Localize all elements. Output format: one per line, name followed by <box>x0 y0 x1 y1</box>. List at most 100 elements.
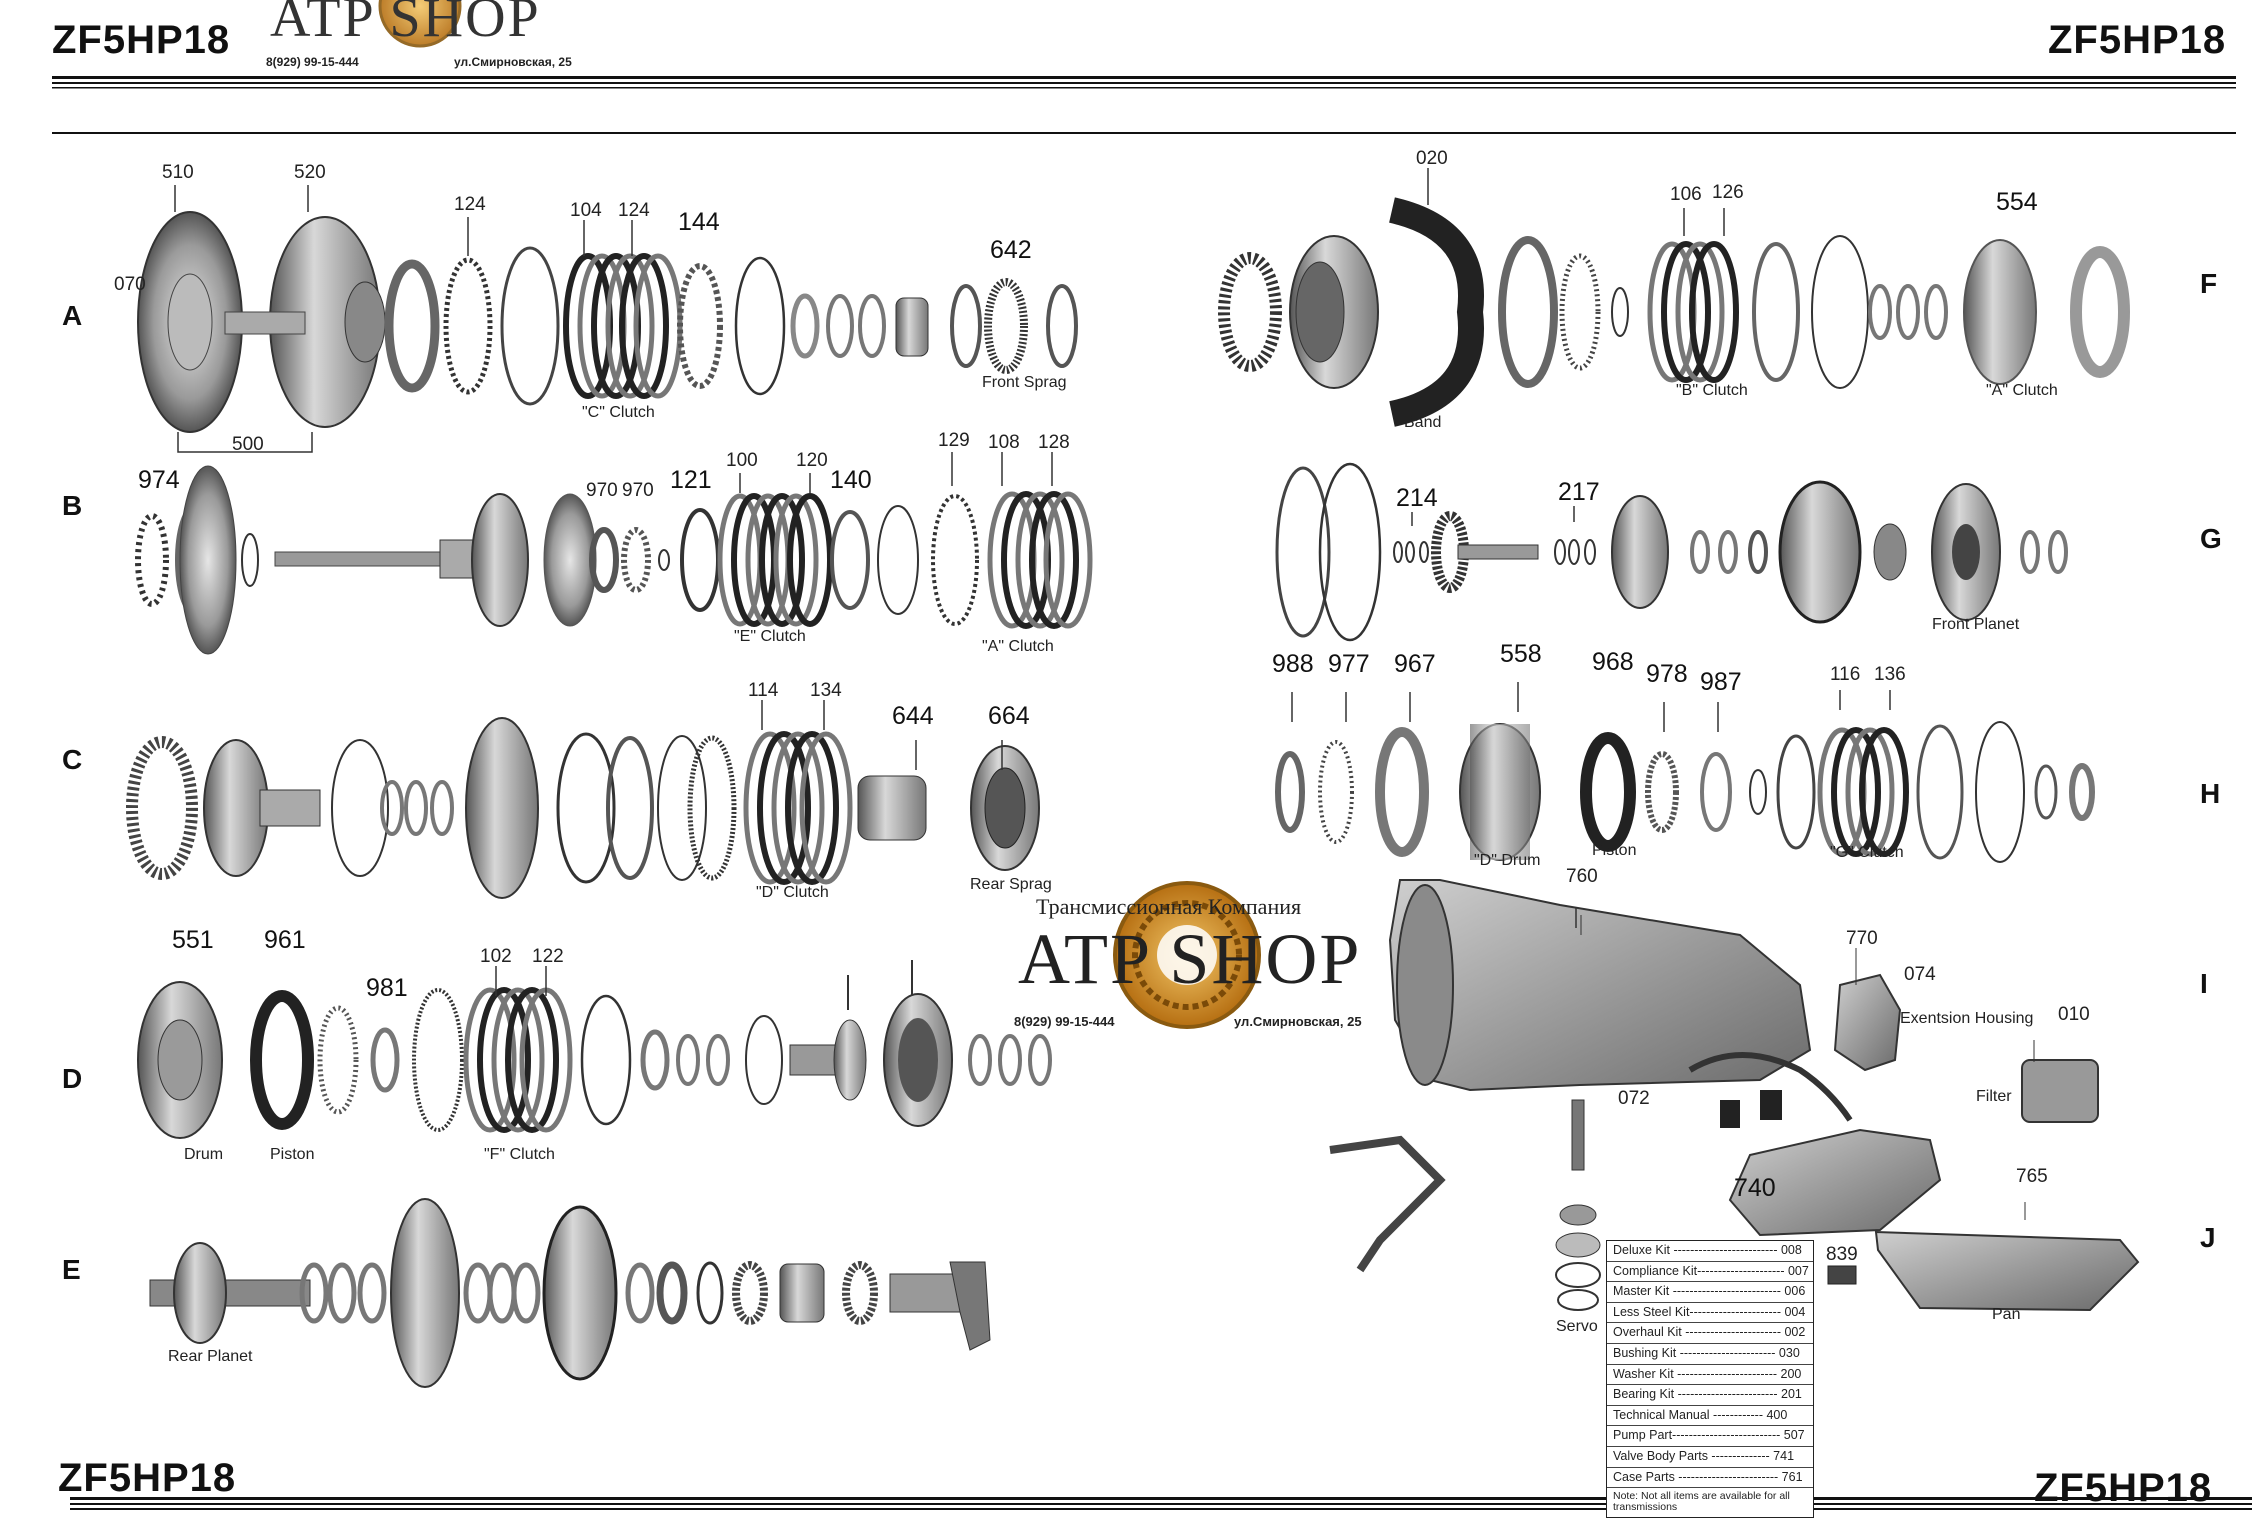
row-ij-parts <box>1329 879 2140 1312</box>
kit-row: Overhaul Kit ----------------------- 002 <box>1607 1323 1813 1344</box>
caption-pan: Pan <box>1992 1306 2021 1323</box>
row-letter-d: D <box>62 1063 83 1094</box>
row-letter-j: J <box>2200 1222 2216 1253</box>
part-number: 981 <box>366 974 408 1002</box>
footer-model-left: ZF5HP18 <box>58 1456 237 1500</box>
part-number: 970 <box>586 480 618 501</box>
part-number: 520 <box>294 162 326 183</box>
part-number: 961 <box>264 926 306 954</box>
caption-rear-planet: Rear Planet <box>168 1348 253 1365</box>
caption-d-drum: "D" Drum <box>1474 852 1541 869</box>
part-number: 968 <box>1592 648 1634 676</box>
footer-model-right: ZF5HP18 <box>2034 1466 2213 1510</box>
caption-rear-sprag: Rear Sprag <box>970 876 1052 893</box>
row-letter-g: G <box>2200 523 2222 554</box>
kit-row: Master Kit -------------------------- 00… <box>1607 1282 1813 1303</box>
center-logo-phone: 8(929) 99-15-444 <box>1014 1014 1115 1029</box>
row-letter-i: I <box>2200 968 2208 999</box>
row-letter-h: H <box>2200 778 2221 809</box>
part-number: 124 <box>454 194 486 215</box>
header-logo-emblem <box>378 0 462 48</box>
caption-g-clutch: "G" Clutch <box>1830 844 1904 861</box>
part-number: 020 <box>1416 148 1448 169</box>
row-letter-e: E <box>62 1254 81 1285</box>
part-number: 116 <box>1830 664 1861 685</box>
part-number: 765 <box>2016 1166 2048 1187</box>
caption-front-sprag: Front Sprag <box>982 374 1067 391</box>
header-logo: ATP SHOP <box>270 0 541 50</box>
row-letter-b: B <box>62 490 83 521</box>
row-letter-c: C <box>62 744 83 775</box>
part-number: 074 <box>1904 964 1936 985</box>
part-number: 988 <box>1272 650 1314 678</box>
part-number: 970 <box>622 480 654 501</box>
header-address: ул.Смирновская, 25 <box>454 55 572 69</box>
caption-e-clutch: "E" Clutch <box>734 628 806 645</box>
header-logo-name: ATP SHOP <box>270 0 541 49</box>
caption-a-clutch: "A" Clutch <box>982 638 1054 655</box>
caption-a-clutch-f: "A" Clutch <box>1986 382 2058 399</box>
kit-row: Compliance Kit--------------------- 007 <box>1607 1262 1813 1283</box>
part-number: 102 <box>480 946 512 967</box>
part-number: 128 <box>1038 432 1070 453</box>
part-number: 124 <box>618 200 650 221</box>
center-logo-tagline: Трансмиссионная Компания <box>1036 894 1302 919</box>
row-letter-f: F <box>2200 268 2218 299</box>
center-logo-address: ул.Смирновская, 25 <box>1234 1014 1362 1029</box>
center-logo-name: ATP SHOP <box>1018 919 1362 999</box>
part-number: 070 <box>114 274 146 295</box>
caption-extension-housing: Exentsion Housing <box>1900 1010 2034 1027</box>
part-number: 978 <box>1646 660 1688 688</box>
part-number: 104 <box>570 200 602 221</box>
part-number: 644 <box>892 702 934 730</box>
part-number: 129 <box>938 430 970 451</box>
part-number: 740 <box>1734 1174 1776 1202</box>
row-letter-a: A <box>62 300 83 331</box>
footer-rules <box>70 1497 2252 1510</box>
caption-servo: Servo <box>1556 1318 1598 1335</box>
kit-list-table: Deluxe Kit ------------------------- 008… <box>1606 1240 1814 1518</box>
part-number: 136 <box>1874 664 1906 685</box>
header-rules <box>52 76 2236 134</box>
kit-row: Washer Kit ------------------------ 200 <box>1607 1365 1813 1386</box>
caption-piston: Piston <box>270 1146 315 1163</box>
row-e-parts <box>149 1198 991 1388</box>
part-number: 760 <box>1566 866 1598 887</box>
header-phone: 8(929) 99-15-444 <box>266 55 359 69</box>
model-title-left: ZF5HP18 <box>52 18 231 62</box>
part-number: 106 <box>1670 184 1702 205</box>
row-g-parts <box>1275 462 2068 642</box>
row-a-parts <box>137 211 1078 453</box>
part-number: 770 <box>1846 928 1878 949</box>
part-number: 642 <box>990 236 1032 264</box>
part-number: 664 <box>988 702 1030 730</box>
part-number: 554 <box>1996 188 2038 216</box>
caption-piston-h: Piston <box>1592 842 1637 859</box>
part-number: 100 <box>726 450 758 471</box>
kit-row: Bushing Kit ----------------------- 030 <box>1607 1344 1813 1365</box>
part-number: 126 <box>1712 182 1744 203</box>
row-h-parts <box>1275 721 2095 863</box>
kit-note: Note: Not all items are available for al… <box>1613 1490 1790 1514</box>
kit-row: Case Parts ------------------------ 761 <box>1607 1468 1813 1489</box>
part-number: 134 <box>810 680 842 701</box>
part-number: 977 <box>1328 650 1370 678</box>
part-number: 500 <box>232 434 264 455</box>
kit-row: Less Steel Kit---------------------- 004 <box>1607 1303 1813 1324</box>
caption-d-clutch: "D" Clutch <box>756 884 829 901</box>
row-b-parts <box>135 465 1093 655</box>
part-number: 217 <box>1558 478 1600 506</box>
part-number: 121 <box>670 466 712 494</box>
part-number: 214 <box>1396 484 1438 512</box>
part-number: 974 <box>138 466 180 494</box>
caption-c-clutch: "C" Clutch <box>582 404 655 421</box>
caption-b-clutch: "B" Clutch <box>1676 382 1748 399</box>
part-number: 122 <box>532 946 564 967</box>
part-number: 839 <box>1826 1244 1858 1265</box>
caption-band: Band <box>1404 414 1442 431</box>
kit-row: Valve Body Parts -------------- 741 <box>1607 1447 1813 1468</box>
part-number: 551 <box>172 926 214 954</box>
part-number: 010 <box>2058 1004 2090 1025</box>
center-logo-emblem <box>1113 881 1261 1029</box>
kit-row: Technical Manual ------------ 400 <box>1607 1406 1813 1427</box>
